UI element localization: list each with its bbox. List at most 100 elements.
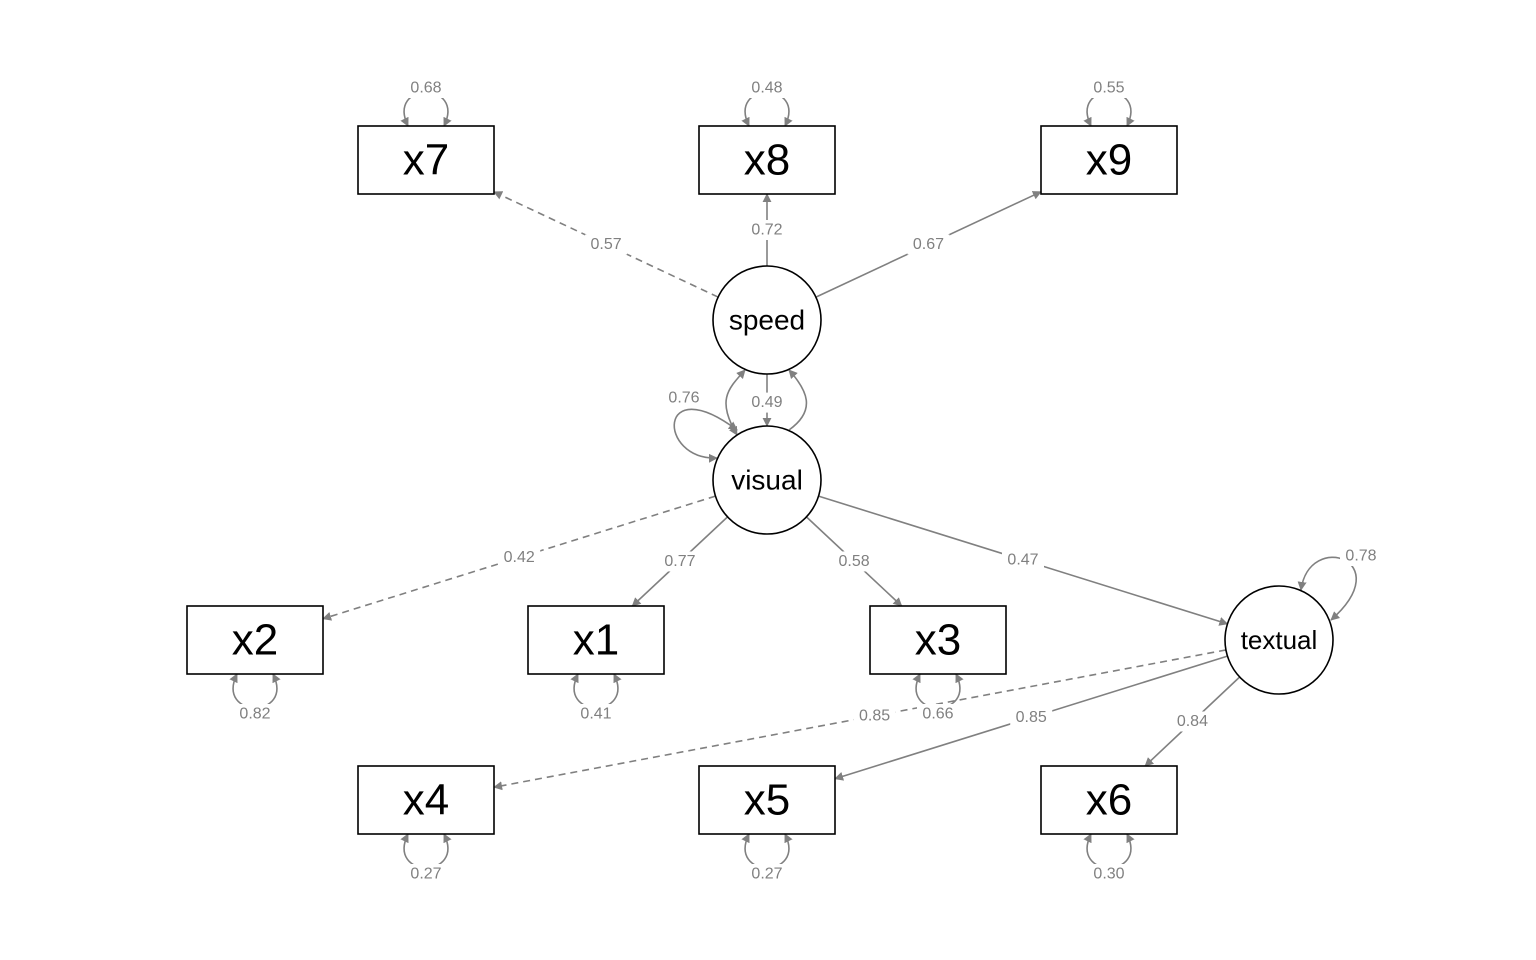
variance-label-x4-bg (405, 864, 447, 884)
latent-circle-speed (712, 265, 822, 375)
latent-circle-textual (1224, 585, 1334, 695)
variance-label-x1: 0.41 (575, 704, 617, 724)
latent-circle-visual (712, 425, 822, 535)
edge-label-speed-visual-text: 0.49 (751, 394, 782, 411)
variance-label-x5: 0.27 (746, 864, 788, 884)
node-x5: x5 (698, 765, 836, 835)
variance-label-x1-text: 0.41 (580, 706, 611, 723)
node-x6: x6 (1040, 765, 1178, 835)
node-label-speed: speed (729, 305, 805, 336)
edge-label-speed-visual: 0.49 (746, 392, 788, 413)
observed-box-x4 (357, 765, 495, 835)
edge-label-speed-x7: 0.57 (585, 234, 628, 255)
edge-label-visual-x3: 0.58 (833, 551, 876, 572)
diagram-nodes: x7 x8 x9 speed visual textual x2 x1 x3 x4 x5 x6 (186, 125, 1334, 835)
edge-label-textual-x4-text: 0.85 (859, 707, 890, 724)
observed-box-x5 (698, 765, 836, 835)
edge-label-visual-textual-text: 0.47 (1007, 552, 1038, 569)
edge-label-visual-textual-bg (1002, 550, 1044, 570)
edge-label-speed-x7-text: 0.57 (590, 236, 621, 253)
variance-label-x5-text: 0.27 (751, 866, 782, 883)
edge-label-visual-x3-bg (833, 551, 876, 572)
edge-label-textual-x6-bg (1171, 711, 1214, 732)
variance-loop-x5 (741, 833, 793, 869)
node-x8: x8 (698, 125, 836, 195)
edge-label-speed-x8: 0.72 (746, 220, 788, 240)
observed-box-x3 (869, 605, 1007, 675)
variance-label-x7-text: 0.68 (410, 80, 441, 97)
edge-label-speed-visual-bg (746, 392, 788, 413)
variance-label-textual-text: 0.78 (1345, 548, 1376, 565)
edge-label-visual-x1: 0.77 (658, 551, 701, 572)
edge-label-speed-x9-text: 0.67 (913, 236, 944, 253)
variance-label-x9-text: 0.55 (1093, 80, 1124, 97)
edge-label-textual-x6: 0.84 (1171, 711, 1214, 732)
variance-label-x7: 0.68 (405, 78, 447, 98)
edge-label-visual-x2: 0.42 (498, 547, 541, 568)
edge-label-visual-x2-text: 0.42 (504, 549, 535, 566)
variance-label-x1-bg (575, 704, 617, 724)
node-label-x1: x1 (573, 616, 619, 665)
variance-label-x3-text: 0.66 (922, 706, 953, 723)
variance-label-x4: 0.27 (405, 864, 447, 884)
node-label-x2: x2 (232, 616, 278, 665)
node-label-x4: x4 (403, 776, 449, 825)
node-label-textual: textual (1241, 625, 1318, 655)
observed-box-x2 (186, 605, 324, 675)
observed-box-x8 (698, 125, 836, 195)
variance-label-visual: 0.76 (663, 388, 705, 408)
edge-label-visual-x1-bg (658, 551, 701, 572)
variance-loop-x6 (1083, 833, 1135, 869)
variance-label-x5-bg (746, 864, 788, 884)
node-x1: x1 (527, 605, 665, 675)
node-x4: x4 (357, 765, 495, 835)
variance-label-x3-bg (917, 704, 959, 724)
variance-label-x8: 0.48 (746, 78, 788, 98)
observed-box-x7 (357, 125, 495, 195)
edge-label-speed-x9: 0.67 (907, 234, 950, 255)
variance-label-x3: 0.66 (917, 704, 959, 724)
node-label-x5: x5 (744, 776, 790, 825)
variance-label-x9-bg (1088, 78, 1130, 98)
variance-label-textual: 0.78 (1340, 546, 1382, 566)
edge-label-textual-x4: 0.85 (853, 705, 896, 726)
edge-label-speed-x9-bg (907, 234, 950, 255)
node-label-x7: x7 (403, 136, 449, 185)
variance-loop-x1 (570, 673, 622, 709)
observed-box-x9 (1040, 125, 1178, 195)
edge-label-textual-x4-bg (853, 705, 896, 726)
speed-visual-arc-right (788, 369, 808, 431)
variance-label-x6-text: 0.30 (1093, 866, 1124, 883)
variance-loop-x3 (912, 673, 964, 709)
edge-label-speed-x8-text: 0.72 (751, 222, 782, 239)
node-textual: textual (1224, 585, 1334, 695)
node-label-x8: x8 (744, 136, 790, 185)
speed-visual-arc-left (725, 369, 746, 436)
edge-label-visual-x3-text: 0.58 (838, 553, 869, 570)
node-x2: x2 (186, 605, 324, 675)
node-speed: speed (712, 265, 822, 375)
edge-label-textual-x5-bg (1010, 707, 1053, 728)
node-x7: x7 (357, 125, 495, 195)
edge-label-speed-x7-bg (585, 234, 628, 255)
variance-label-x2-bg (234, 704, 276, 724)
edge-label-textual-x5-text: 0.85 (1016, 709, 1047, 726)
edge-label-textual-x5: 0.85 (1010, 707, 1053, 728)
variance-label-x9: 0.55 (1088, 78, 1130, 98)
variance-label-x6-bg (1088, 864, 1130, 884)
node-visual: visual (712, 425, 822, 535)
variance-loop-x2 (229, 673, 281, 709)
node-x3: x3 (869, 605, 1007, 675)
observed-box-x1 (527, 605, 665, 675)
variance-label-textual-bg (1340, 546, 1382, 566)
variance-loop-x4 (400, 833, 452, 869)
node-label-x6: x6 (1086, 776, 1132, 825)
variance-label-x8-text: 0.48 (751, 80, 782, 97)
edge-label-visual-textual: 0.47 (1002, 550, 1044, 570)
edge-label-visual-x1-text: 0.77 (664, 553, 695, 570)
node-x9: x9 (1040, 125, 1178, 195)
node-label-x9: x9 (1086, 136, 1132, 185)
variance-label-x2-text: 0.82 (239, 706, 270, 723)
variance-label-x2: 0.82 (234, 704, 276, 724)
